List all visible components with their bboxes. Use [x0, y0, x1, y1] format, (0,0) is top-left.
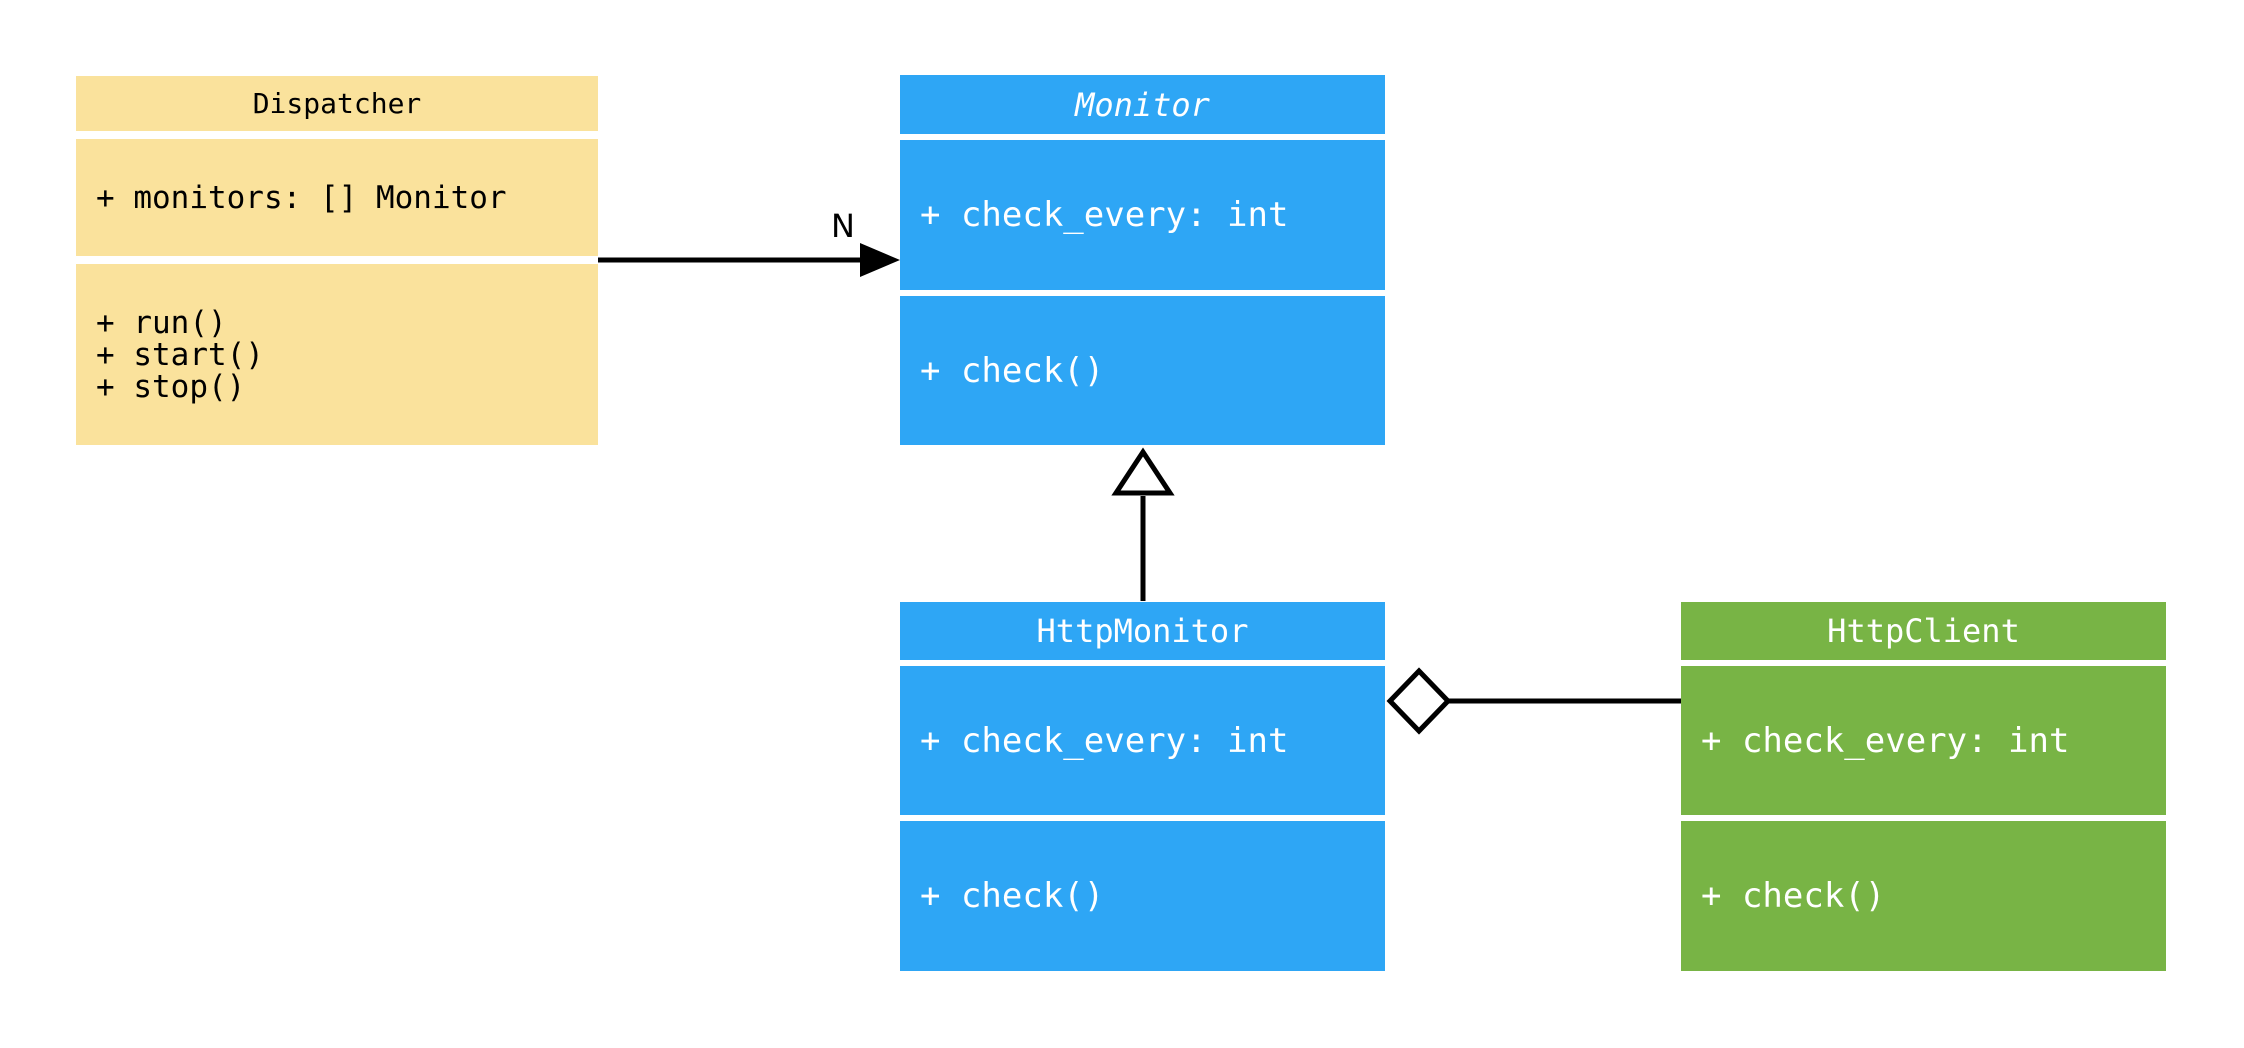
class-attribute: + monitors: [] Monitor	[96, 179, 507, 216]
class-box-httpclient[interactable]: HttpClient + check_every: int + check()	[1681, 602, 2166, 971]
class-method: + stop()	[96, 368, 246, 405]
class-attribute: + check_every: int	[1701, 720, 2070, 761]
class-method: + run()	[96, 304, 227, 341]
class-title-httpmonitor: HttpMonitor	[900, 602, 1385, 660]
inheritance-arrow	[1111, 447, 1175, 601]
class-box-monitor[interactable]: Monitor + check_every: int + check()	[900, 75, 1385, 445]
class-title-dispatcher: Dispatcher	[76, 76, 598, 131]
attributes-section: + monitors: [] Monitor	[76, 139, 598, 256]
multiplicity-label: N	[831, 207, 855, 245]
class-method: + check()	[1701, 876, 1886, 916]
methods-section: + check()	[1681, 821, 2166, 971]
class-title-httpclient: HttpClient	[1681, 602, 2166, 660]
aggregation-connector	[1386, 667, 1681, 735]
class-method: + start()	[96, 336, 264, 373]
hollow-triangle-icon	[1111, 447, 1175, 496]
methods-section: + check()	[900, 296, 1385, 445]
attributes-section: + check_every: int	[1681, 666, 2166, 815]
methods-section: + run() + start() + stop()	[76, 264, 598, 445]
class-attribute: + check_every: int	[920, 195, 1289, 235]
association-arrow	[598, 243, 900, 277]
class-title-monitor: Monitor	[900, 75, 1385, 134]
class-method: + check()	[920, 350, 1105, 391]
arrowhead-icon	[860, 243, 900, 277]
class-method: + check()	[920, 876, 1105, 916]
attributes-section: + check_every: int	[900, 666, 1385, 815]
methods-section: + check()	[900, 821, 1385, 971]
class-attribute: + check_every: int	[920, 720, 1289, 761]
class-box-dispatcher[interactable]: Dispatcher + monitors: [] Monitor + run(…	[76, 76, 598, 445]
hollow-diamond-icon	[1386, 667, 1452, 735]
attributes-section: + check_every: int	[900, 140, 1385, 290]
class-box-httpmonitor[interactable]: HttpMonitor + check_every: int + check()	[900, 602, 1385, 971]
